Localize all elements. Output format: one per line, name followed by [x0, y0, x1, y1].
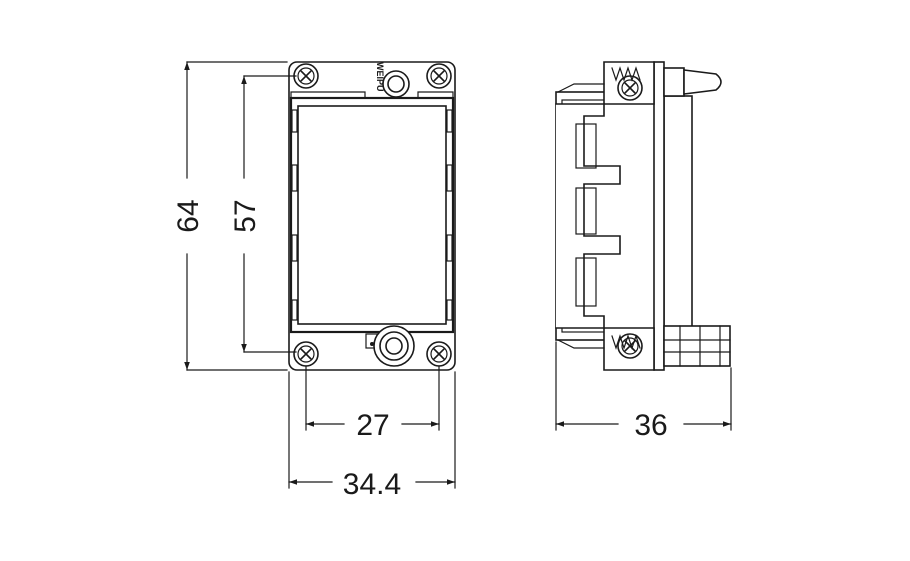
side-front-plate [653, 61, 665, 371]
screw-icon [293, 63, 319, 89]
spring-icon [611, 66, 641, 350]
rear-pin-top [663, 67, 722, 97]
top-indicator-ring-icon [382, 70, 410, 98]
screw-icon [426, 341, 452, 367]
bottom-key-ring-icon [365, 325, 415, 367]
dimension-label-screw-spacing: 27 [356, 409, 389, 442]
dimension-label-inner-height: 57 [229, 199, 262, 232]
side-view [555, 61, 731, 371]
side-rear-section [663, 95, 693, 333]
dimension-inner-height: 57 [229, 75, 297, 353]
brand-mark: WEIPU [375, 62, 385, 92]
front-view: WEIPU [288, 61, 456, 371]
dimension-label-overall-height: 64 [172, 199, 205, 232]
side-clip-slots [555, 103, 621, 329]
screw-icon [617, 75, 643, 101]
screw-icon [426, 63, 452, 89]
dimension-label-overall-width: 34.4 [343, 468, 401, 501]
rear-cylinder-bottom [663, 325, 731, 367]
dimension-overall-width: 34.4 [288, 371, 456, 501]
dimension-label-side-depth: 36 [634, 409, 667, 442]
front-module-frame [289, 96, 455, 334]
dimension-screw-spacing: 27 [305, 365, 440, 442]
screw-icon [293, 341, 319, 367]
front-side-tabs [291, 109, 453, 321]
front-module-opening [297, 105, 447, 325]
front-plate-outline [288, 61, 456, 371]
dimension-overall-height: 64 [172, 61, 288, 371]
dimension-side-depth: 36 [555, 341, 732, 442]
screw-icon [617, 333, 643, 359]
